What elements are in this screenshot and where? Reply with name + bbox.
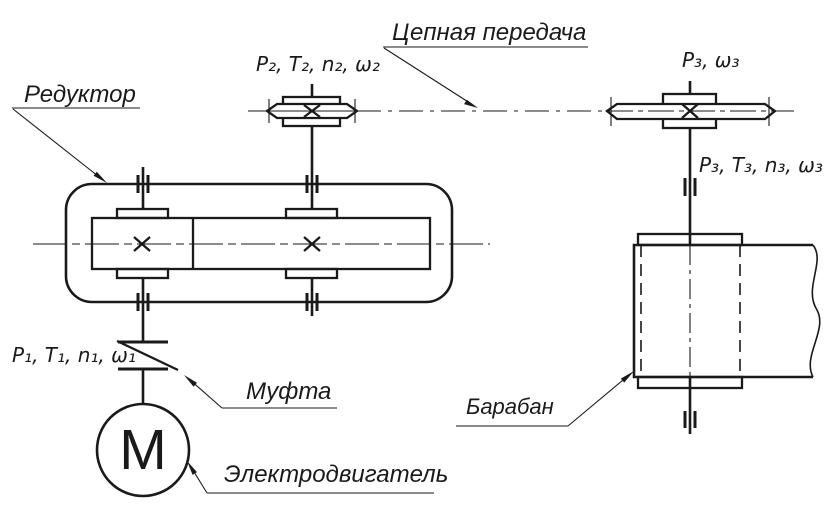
axis-cross-output	[303, 236, 321, 252]
reducer-housing	[64, 182, 454, 304]
leader-arrow-icon	[464, 99, 478, 108]
shaft1-params: P₁, T₁, n₁, ω₁	[12, 343, 136, 367]
belt-outline	[632, 243, 813, 379]
gear-block	[90, 216, 432, 271]
bearing-symbol	[136, 293, 150, 311]
leader-arrow-icon	[184, 375, 197, 387]
leader-line	[383, 47, 474, 106]
drum-shaft	[683, 128, 697, 434]
callout-coupling: Муфта	[184, 375, 337, 409]
reducer	[33, 126, 490, 341]
axis-cross-small-sprocket	[303, 104, 321, 118]
bearing-symbol	[683, 178, 697, 196]
reducer-label: Редуктор	[24, 81, 136, 108]
leader-arrow-icon	[620, 371, 634, 383]
chain-drive-label: Цепная передача	[392, 19, 586, 46]
bearing-symbol	[136, 175, 150, 193]
drum-label: Барабан	[466, 394, 554, 419]
shaft2-params: P₂, T₂, n₂, ω₂	[256, 52, 380, 76]
bearing-symbol	[683, 411, 697, 428]
flange-input-bottom	[115, 267, 170, 280]
leader-line	[567, 374, 630, 427]
belt-break-wave	[809, 244, 821, 378]
flange-output-bottom	[284, 267, 339, 280]
axis-cross-input	[133, 236, 151, 252]
callout-reducer: Редуктор	[12, 81, 140, 183]
motor-circle	[95, 402, 191, 498]
callout-chain-drive: Цепная передача	[383, 19, 588, 108]
bearing-symbol	[305, 293, 319, 311]
electric-motor: M	[95, 402, 191, 498]
coupling-slash	[116, 339, 179, 372]
flange-output-top	[284, 207, 339, 220]
coupling-label: Муфта	[246, 378, 331, 405]
chain-drive	[248, 81, 794, 130]
sprocket3-params: P₃, ω₃	[682, 48, 740, 72]
leader-arrow-icon	[93, 171, 107, 183]
leader-line	[12, 108, 104, 181]
motor-label: Электродвигатель	[224, 461, 448, 488]
motor-letter: M	[119, 418, 166, 482]
callout-motor: Электродвигатель	[187, 461, 448, 494]
flange-input-top	[115, 207, 170, 220]
leader-arrow-icon	[187, 461, 197, 475]
coupling	[116, 339, 179, 405]
callout-drum: Барабан	[456, 371, 634, 427]
drum	[632, 232, 821, 390]
axis-cross-big-sprocket	[681, 103, 699, 119]
shaft3-params: P₃, T₃, n₃, ω₃	[699, 153, 823, 177]
bearing-symbol	[305, 175, 319, 193]
